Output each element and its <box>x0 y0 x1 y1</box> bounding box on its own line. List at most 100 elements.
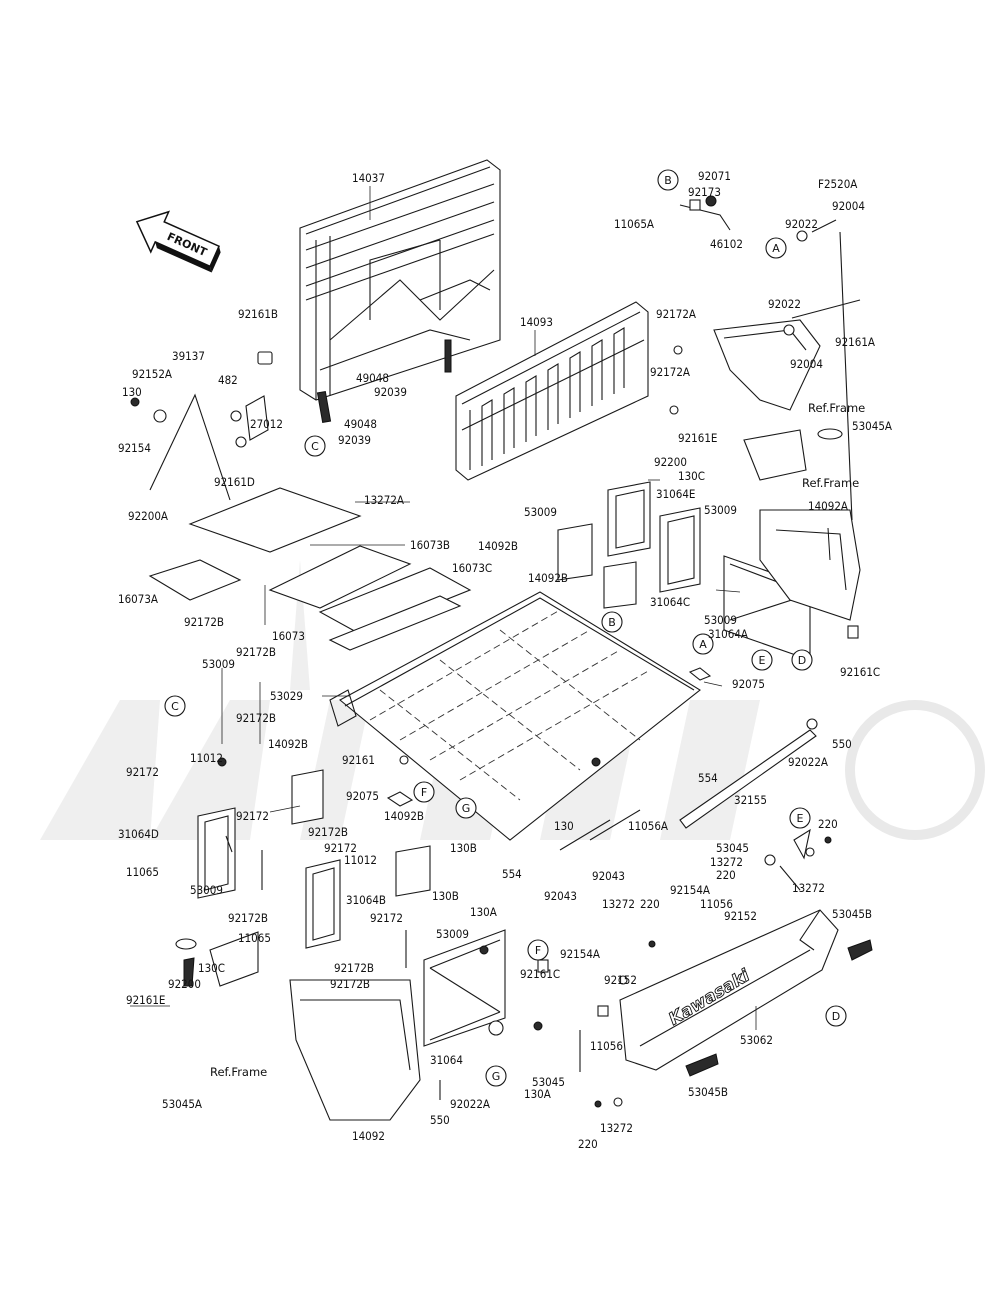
label-220-4: 220 <box>578 1137 598 1151</box>
ref-letter: C <box>171 700 179 713</box>
label-554-1: 554 <box>698 771 718 785</box>
label-130c-top: 130C <box>678 469 705 483</box>
label-130-top: 130 <box>122 385 142 399</box>
label-39137: 39137 <box>172 349 205 363</box>
label-53009-3: 53009 <box>704 613 737 627</box>
label-11012-2: 11012 <box>344 853 377 867</box>
label-92172b-6: 92172B <box>334 961 374 975</box>
label-31064b: 31064B <box>346 893 386 907</box>
ref-circle-b-mid: B <box>601 611 623 633</box>
label-92075-1: 92075 <box>732 677 765 691</box>
label-11065-1: 11065 <box>126 865 159 879</box>
ref-letter: C <box>311 440 319 453</box>
label-53009-4: 53009 <box>202 657 235 671</box>
label-92161e-low: 92161E <box>126 993 165 1007</box>
label-16073: 16073 <box>272 629 305 643</box>
ref-letter: E <box>759 654 766 667</box>
label-130a-2: 130A <box>524 1087 551 1101</box>
label-92039-1: 92039 <box>374 385 407 399</box>
ref-circle-a-top: A <box>765 237 787 259</box>
tail-pads <box>291 523 637 897</box>
label-482: 482 <box>218 373 238 387</box>
label-92043-1: 92043 <box>592 869 625 883</box>
label-14092: 14092 <box>352 1129 385 1143</box>
label-49048-2: 49048 <box>344 417 377 431</box>
label-92161: 92161 <box>342 753 375 767</box>
label-130b-1: 130B <box>450 841 477 855</box>
ref-circle-f-low: F <box>527 939 549 961</box>
label-13272-2: 13272 <box>792 881 825 895</box>
label-92161c-low: 92161C <box>520 967 560 981</box>
label-92173: 92173 <box>688 185 721 199</box>
label-92172a-1: 92172A <box>656 307 696 321</box>
label-92152a: 92152A <box>132 367 172 381</box>
label-92004-mid: 92004 <box>790 357 823 371</box>
label-92172b-2: 92172B <box>236 645 276 659</box>
side-covers <box>289 509 861 1121</box>
label-92022a-2: 92022A <box>450 1097 490 1111</box>
label-92200a: 92200A <box>128 509 168 523</box>
label-92154a-2: 92154A <box>560 947 600 961</box>
label-220-1: 220 <box>818 817 838 831</box>
leader-lines <box>130 186 757 1030</box>
ref-letter: G <box>462 802 471 815</box>
ref-letter: D <box>798 654 806 667</box>
label-53045b-2: 53045B <box>688 1085 728 1099</box>
ref-circle-e-right: E <box>789 807 811 829</box>
fasteners <box>130 195 861 1108</box>
label-13272-4: 13272 <box>600 1121 633 1135</box>
label-32155: 32155 <box>734 793 767 807</box>
label-92071: 92071 <box>698 169 731 183</box>
part-labels: F2520A 14037 92071 92173 11065A 46102 92… <box>118 169 892 1151</box>
label-92075-2: 92075 <box>346 789 379 803</box>
label-554-2: 554 <box>502 867 522 881</box>
label-92172a-2: 92172A <box>650 365 690 379</box>
label-ref-frame-3: Ref.Frame <box>210 1065 267 1079</box>
label-92161e-top: 92161E <box>678 431 717 445</box>
label-46102: 46102 <box>710 237 743 251</box>
ref-letter: F <box>535 944 541 957</box>
label-92161a: 92161A <box>835 335 875 349</box>
label-13272-1: 13272 <box>710 855 743 869</box>
label-11065a: 11065A <box>614 217 654 231</box>
ref-circle-d-low: D <box>825 1005 847 1027</box>
bed-floor <box>329 591 701 841</box>
label-16073a: 16073A <box>118 592 158 606</box>
label-53009-5: 53009 <box>190 883 223 897</box>
label-14092b-3: 14092B <box>268 737 308 751</box>
label-92043-2: 92043 <box>544 889 577 903</box>
label-130a-1: 130A <box>470 905 497 919</box>
label-11012-1: 11012 <box>190 751 223 765</box>
label-53062: 53062 <box>740 1033 773 1047</box>
label-53009-2: 53009 <box>704 503 737 517</box>
label-31064a: 31064A <box>708 627 748 641</box>
label-13272-3: 13272 <box>602 897 635 911</box>
label-92039-2: 92039 <box>338 433 371 447</box>
label-92161d: 92161D <box>214 475 255 489</box>
label-53045-1: 53045 <box>716 841 749 855</box>
ref-letter: A <box>699 638 707 651</box>
ref-circle-f-mid: F <box>413 781 435 803</box>
label-130b-2: 130B <box>432 889 459 903</box>
front-panel <box>455 301 649 481</box>
ref-circle-c-left: C <box>164 695 186 717</box>
torsion-bar <box>679 718 818 829</box>
ref-circle-b-top: B <box>657 169 679 191</box>
label-92172b-1: 92172B <box>184 615 224 629</box>
label-92172b-3: 92172B <box>236 711 276 725</box>
label-92172-1: 92172 <box>126 765 159 779</box>
ref-circle-c-top: C <box>304 435 326 457</box>
label-92152-2: 92152 <box>604 973 637 987</box>
ref-letter: B <box>664 174 672 187</box>
label-92022-top: 92022 <box>785 217 818 231</box>
ref-letter: G <box>492 1070 501 1083</box>
label-92200-low: 92200 <box>168 977 201 991</box>
front-arrow-icon: FRONT <box>135 210 221 273</box>
ref-letter: B <box>608 616 616 629</box>
label-11056-2: 11056 <box>590 1039 623 1053</box>
bed-mats <box>148 487 472 651</box>
label-130c-low: 130C <box>198 961 225 975</box>
label-92022a-1: 92022A <box>788 755 828 769</box>
label-92152-1: 92152 <box>724 909 757 923</box>
label-92172-2: 92172 <box>236 809 269 823</box>
